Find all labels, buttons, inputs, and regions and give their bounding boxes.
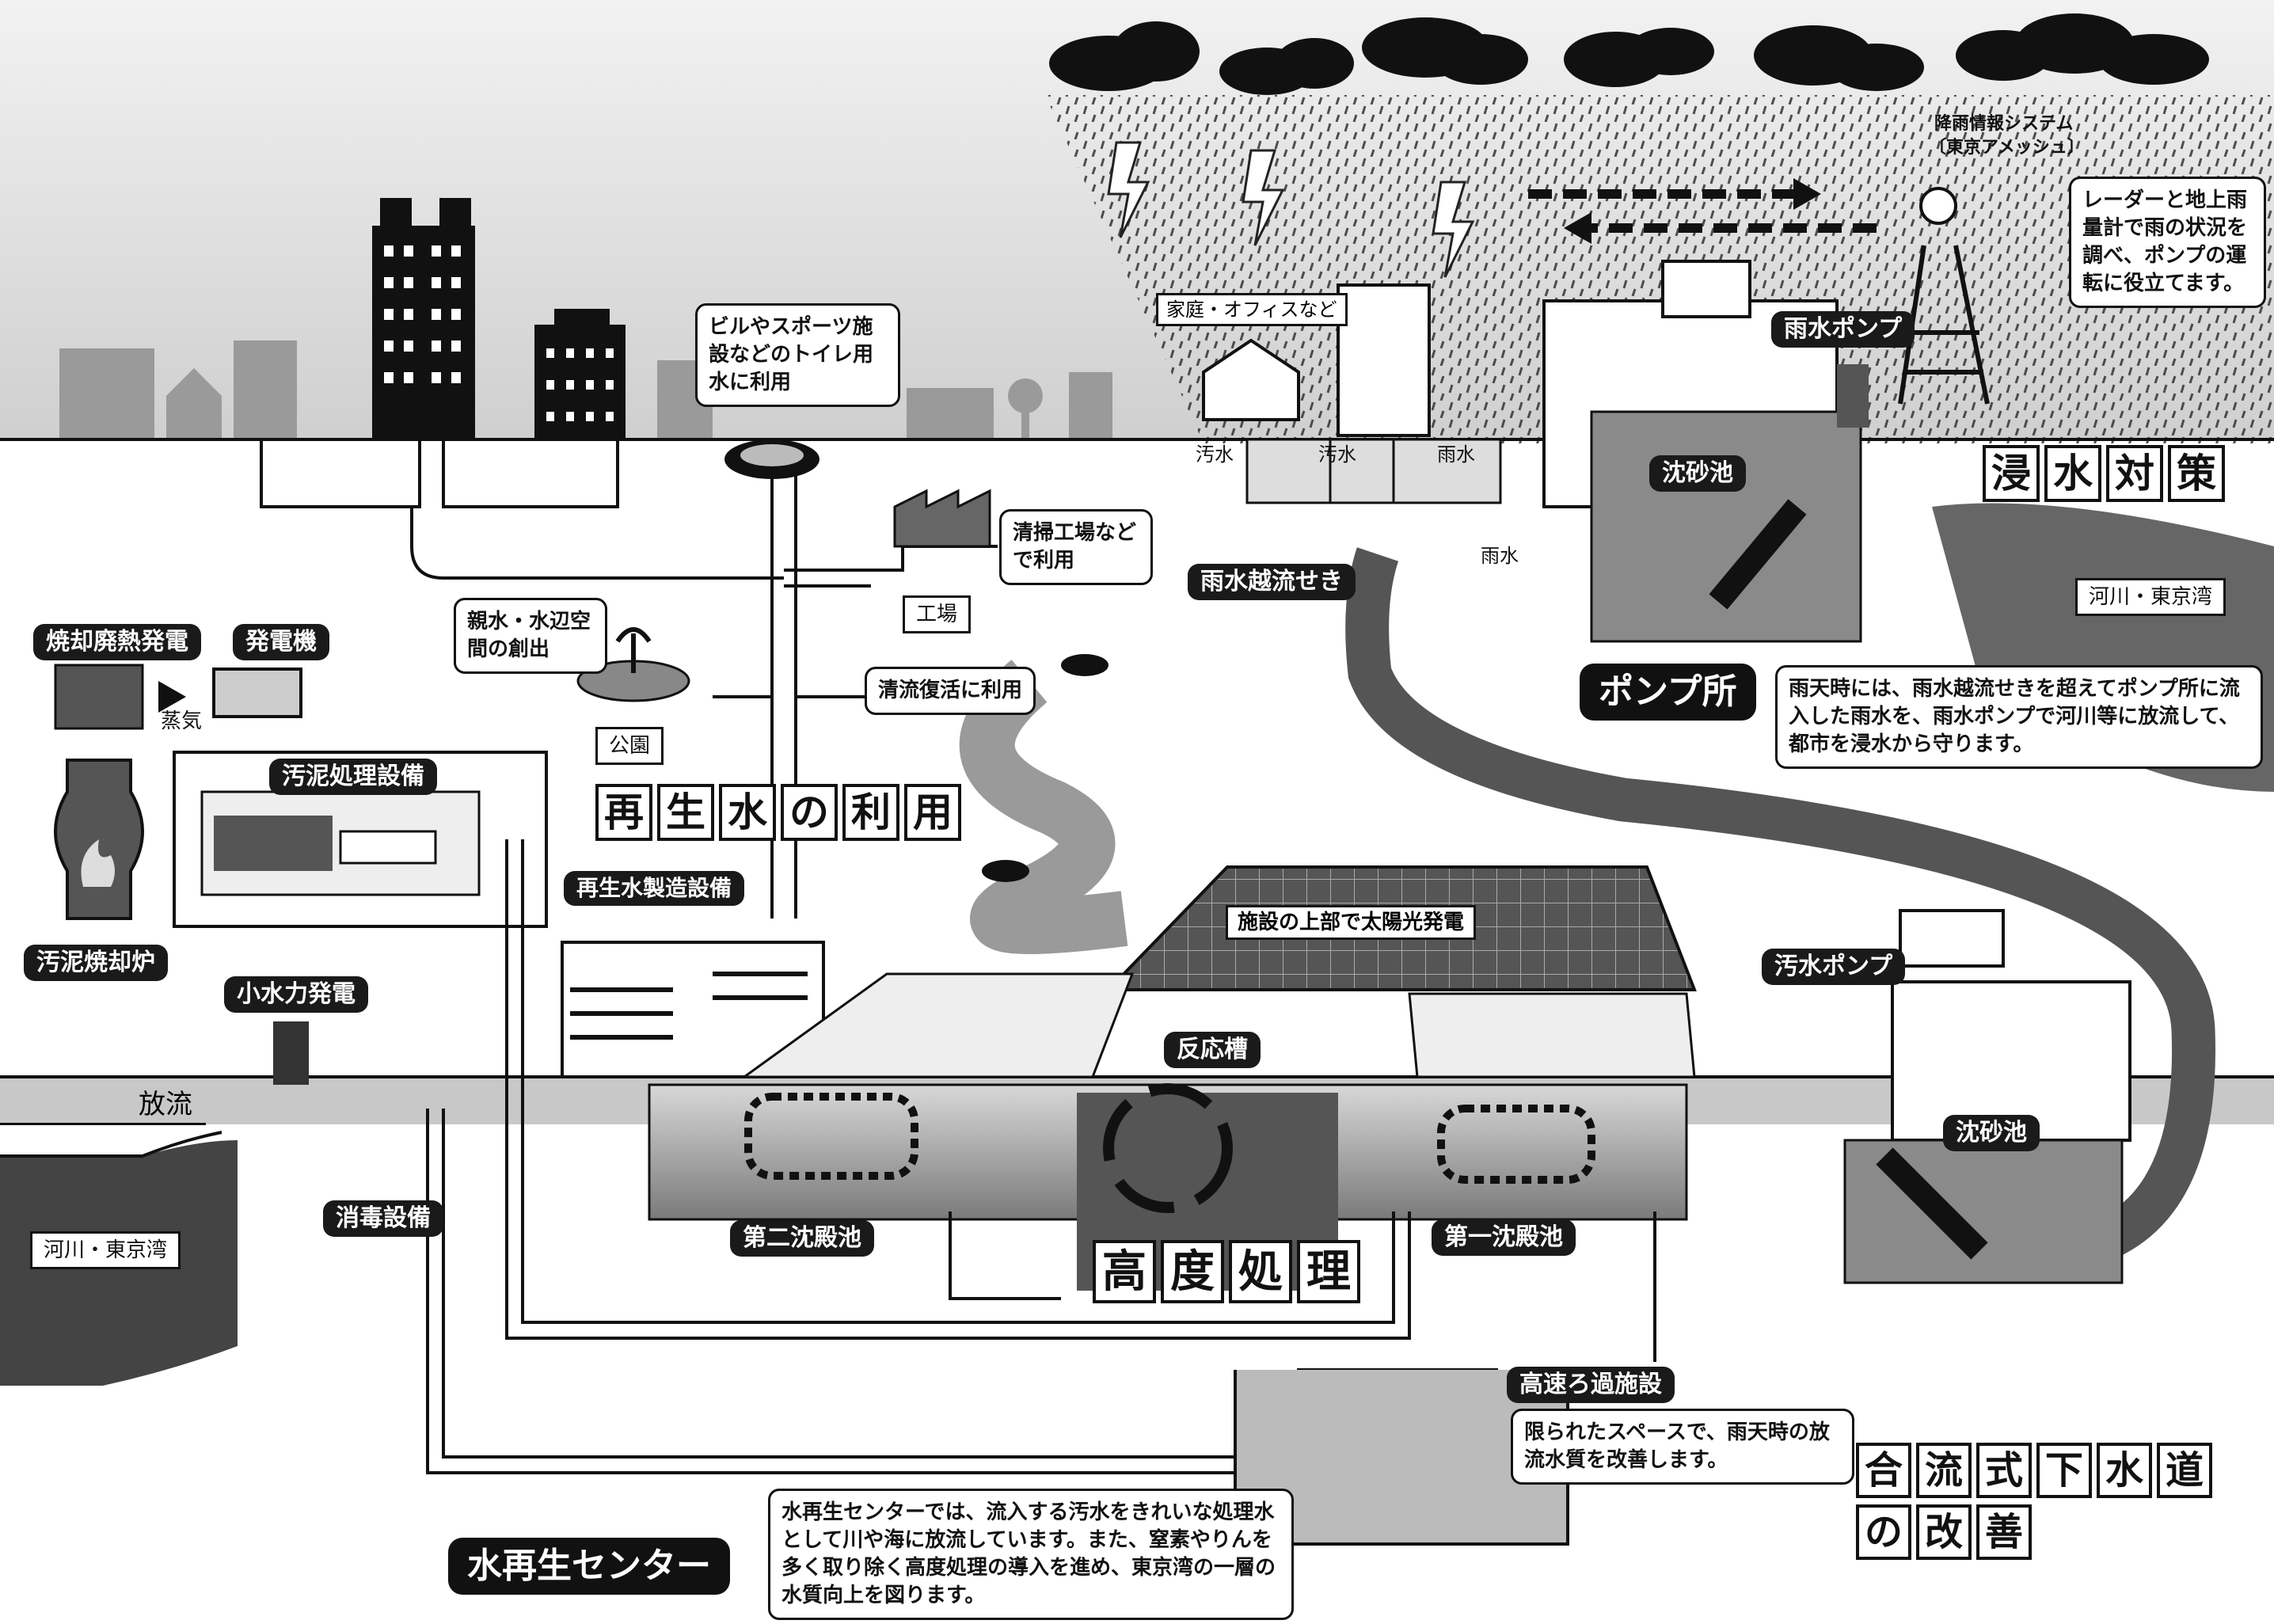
- flood-control-title: 浸 水 対 策: [1983, 445, 2225, 502]
- flood-title-char: 対: [2106, 445, 2163, 502]
- center-description: 水再生センターでは、流入する汚水をきれいな処理水として川や海に放流しています。ま…: [768, 1489, 1294, 1621]
- filter-note: 限られたスペースで、雨天時の放流水質を改善します。: [1511, 1409, 1854, 1485]
- reuse-title-char: 用: [904, 784, 961, 841]
- reactor-tank-label: 反応槽: [1164, 1032, 1261, 1068]
- storm-overflow-weir-label: 雨水越流せき: [1188, 564, 1356, 600]
- park-label: 公園: [595, 727, 664, 765]
- flood-title-char: 浸: [1983, 445, 2040, 502]
- pump-station-note: 雨天時には、雨水越流せきを超えてポンプ所に流入した雨水を、雨水ポンプで河川等に放…: [1775, 665, 2263, 770]
- combined-title-char: 善: [1976, 1504, 2032, 1560]
- discharge-band: 放流: [0, 1086, 206, 1125]
- primary-clarifier-label: 第一沈殿池: [1432, 1219, 1576, 1256]
- sewage-label-2: 汚水: [1318, 443, 1356, 466]
- home-office-label: 家庭・オフィスなど: [1156, 293, 1348, 326]
- amesh-label: 〔東京アメッシュ〕: [1929, 138, 2085, 158]
- steam-label: 蒸気: [161, 709, 203, 733]
- flood-title-char: 策: [2168, 445, 2225, 502]
- reuse-title-char: 利: [842, 784, 899, 841]
- waste-heat-power-label: 焼却廃熱発電: [33, 624, 201, 660]
- advanced-treatment-title: 高 度 処 理: [1093, 1240, 1360, 1303]
- toilet-water-note: ビルやスポーツ施設などのトイレ用水に利用: [695, 303, 900, 408]
- combined-title-char: 式: [1976, 1443, 2032, 1498]
- waterside-note: 親水・水辺空間の創出: [454, 598, 607, 675]
- sewage-label-1: 汚水: [1196, 443, 1234, 466]
- combined-title-char: 下: [2036, 1443, 2092, 1498]
- grit-chamber-label-1: 沈砂池: [1649, 455, 1746, 492]
- pump-station-title: ポンプ所: [1580, 664, 1756, 721]
- disinfection-label: 消毒設備: [323, 1200, 443, 1237]
- stream-revival-note: 清流復活に利用: [865, 667, 1036, 716]
- river-bay-left-label: 河川・東京湾: [30, 1231, 181, 1269]
- combined-title-char: 合: [1856, 1443, 1911, 1498]
- rain-info-system-label: 降雨情報システム: [1934, 114, 2074, 134]
- generator-label: 発電機: [233, 624, 329, 660]
- combined-sewer-title-row2: の 改 善: [1856, 1504, 2032, 1560]
- factory-label: 工場: [903, 595, 972, 633]
- flood-title-char: 水: [2044, 445, 2101, 502]
- combined-title-char: の: [1856, 1504, 1911, 1560]
- radar-note: レーダーと地上雨量計で雨の状況を調べ、ポンプの運転に役立てます。: [2069, 177, 2266, 309]
- high-speed-filter-label: 高速ろ過施設: [1507, 1367, 1675, 1403]
- reuse-title: 再 生 水 の 利 用: [595, 784, 961, 841]
- reclaimed-water-plant-label: 再生水製造設備: [564, 871, 745, 906]
- grit-chamber-label-2: 沈砂池: [1943, 1115, 2040, 1151]
- rainwater-label-2: 雨水: [1481, 545, 1519, 567]
- advanced-title-char: 処: [1229, 1240, 1292, 1303]
- reuse-title-char: 再: [595, 784, 652, 841]
- river-bay-right-label: 河川・東京湾: [2075, 578, 2226, 616]
- solar-power-label: 施設の上部で太陽光発電: [1226, 905, 1477, 940]
- reuse-title-char: の: [781, 784, 838, 841]
- combined-title-char: 改: [1916, 1504, 1972, 1560]
- advanced-title-char: 高: [1093, 1240, 1156, 1303]
- rainwater-label-1: 雨水: [1437, 443, 1475, 466]
- small-hydro-label: 小水力発電: [224, 976, 368, 1013]
- storm-pump-label: 雨水ポンプ: [1771, 311, 1915, 348]
- combined-sewer-title-row1: 合 流 式 下 水 道: [1856, 1443, 2212, 1498]
- advanced-title-char: 度: [1161, 1240, 1224, 1303]
- sludge-incinerator-label: 汚泥焼却炉: [24, 945, 168, 981]
- combined-title-char: 流: [1916, 1443, 1972, 1498]
- discharge-label: 放流: [139, 1089, 192, 1120]
- advanced-title-char: 理: [1297, 1240, 1360, 1303]
- sewage-pump-label: 汚水ポンプ: [1762, 949, 1906, 985]
- reuse-title-char: 生: [657, 784, 714, 841]
- combined-title-char: 道: [2157, 1443, 2212, 1498]
- water-reclamation-center-title: 水再生センター: [448, 1538, 730, 1595]
- sludge-facility-label: 汚泥処理設備: [269, 759, 437, 795]
- cleaning-plant-note: 清掃工場などで利用: [999, 509, 1153, 586]
- secondary-clarifier-label: 第二沈殿池: [730, 1220, 874, 1257]
- reuse-title-char: 水: [719, 784, 776, 841]
- combined-title-char: 水: [2097, 1443, 2152, 1498]
